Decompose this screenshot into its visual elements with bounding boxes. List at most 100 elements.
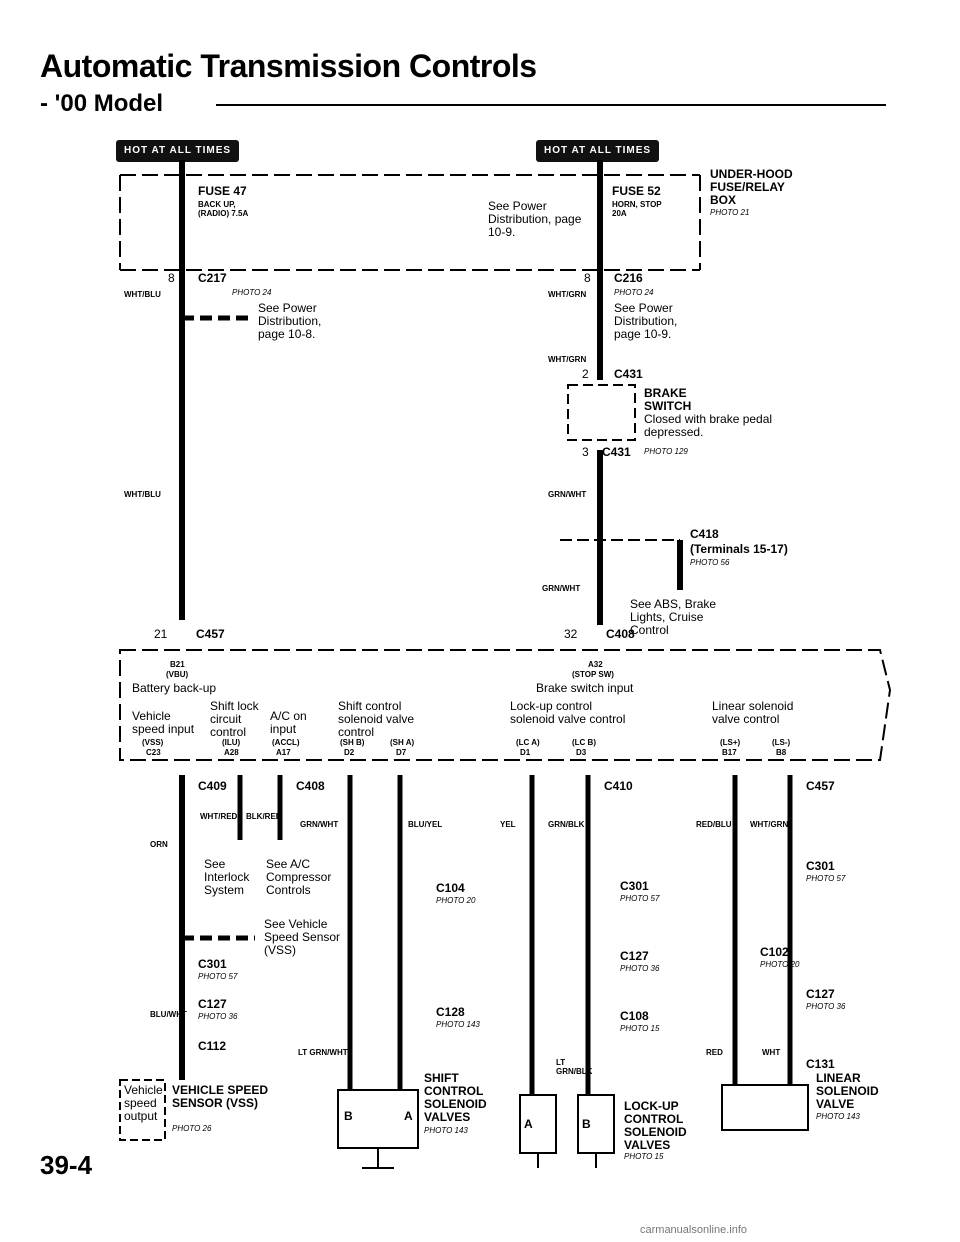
wire-wht: WHT bbox=[762, 1048, 781, 1057]
pcm-c23: C23 bbox=[146, 748, 161, 757]
wire-lt-grn-wht: LT GRN/WHT bbox=[298, 1048, 348, 1057]
shift-a-pin: A bbox=[404, 1109, 413, 1123]
pcm-sh-b: (SH B) bbox=[340, 738, 365, 747]
title-rule bbox=[216, 104, 886, 106]
shift-valves-label: SHIFT CONTROL SOLENOID VALVES bbox=[424, 1071, 487, 1124]
fuse47-label: FUSE 47 bbox=[198, 184, 247, 198]
c301-mid-label: C301 bbox=[620, 879, 649, 893]
pcm-d1: D1 bbox=[520, 748, 531, 757]
hot-badge-left: HOT AT ALL TIMES bbox=[116, 140, 240, 162]
c217-pin: 8 bbox=[168, 271, 175, 285]
pcm-ac-on: A/C on input bbox=[270, 709, 307, 736]
fuse47-desc: BACK UP, (RADIO) 7.5A bbox=[198, 200, 249, 218]
left-wire-1: WHT/BLU bbox=[124, 290, 161, 299]
fusebox-name-3: BOX bbox=[710, 193, 737, 207]
c418-terms: (Terminals 15-17) bbox=[690, 542, 788, 556]
fuse52-desc: HORN, STOP 20A bbox=[612, 200, 662, 218]
c127-right-photo: PHOTO 36 bbox=[806, 1002, 846, 1011]
wire-blu-yel: BLU/YEL bbox=[408, 820, 443, 829]
pcm-linear-solenoid: Linear solenoid valve control bbox=[712, 699, 794, 726]
wire-grn-blk: GRN/BLK bbox=[548, 820, 585, 829]
wire-wht-red: WHT/RED bbox=[200, 812, 238, 821]
left-see-power: See Power Distribution, page 10-8. bbox=[258, 301, 322, 341]
c217-label: C217 bbox=[198, 271, 227, 285]
vss-photo: PHOTO 26 bbox=[172, 1124, 212, 1133]
c216-label: C216 bbox=[614, 271, 643, 285]
pcm-battery: Battery back-up bbox=[132, 681, 217, 695]
page-subtitle: - '00 Model bbox=[40, 90, 164, 117]
pcm-b8: B8 bbox=[776, 748, 787, 757]
wire-orn: ORN bbox=[150, 840, 168, 849]
c131-label: C131 bbox=[806, 1057, 835, 1071]
pcm-a17: A17 bbox=[276, 748, 291, 757]
c431-pin-3: 3 bbox=[582, 445, 589, 459]
right-wire-2: WHT/GRN bbox=[548, 355, 587, 364]
lockup-valves-photo: PHOTO 15 bbox=[624, 1152, 664, 1161]
fusebox-see-power: See Power Distribution, page 10-9. bbox=[488, 199, 582, 239]
fusebox-frame bbox=[119, 174, 701, 271]
pcm-ls-plus: (LS+) bbox=[720, 738, 741, 747]
right-wire-1: WHT/GRN bbox=[548, 290, 587, 299]
wire-yel: YEL bbox=[500, 820, 516, 829]
c108-label: C108 bbox=[620, 1009, 649, 1023]
hot-badge-right: HOT AT ALL TIMES bbox=[536, 140, 660, 162]
pcm-brake-input: Brake switch input bbox=[536, 681, 634, 695]
brake-switch-frame bbox=[567, 384, 636, 441]
c408-top-label: C408 bbox=[606, 627, 635, 641]
c127-right-label: C127 bbox=[806, 987, 835, 1001]
linear-solenoid-box bbox=[721, 1084, 809, 1131]
c217-photo: PHOTO 24 bbox=[232, 288, 272, 297]
c127-left-label: C127 bbox=[198, 997, 227, 1011]
wire-blu-wht: BLU/WHT bbox=[150, 1010, 187, 1019]
c457-bot-label: C457 bbox=[806, 779, 835, 793]
c301-mid-photo: PHOTO 57 bbox=[620, 894, 660, 903]
c301-left-photo: PHOTO 57 bbox=[198, 972, 238, 981]
c216-pin: 8 bbox=[584, 271, 591, 285]
c216-photo: PHOTO 24 bbox=[614, 288, 654, 297]
pcm-d7: D7 bbox=[396, 748, 407, 757]
shift-b-pin: B bbox=[344, 1109, 353, 1123]
c128-photo: PHOTO 143 bbox=[436, 1020, 480, 1029]
brake-switch-desc: Closed with brake pedal depressed. bbox=[644, 412, 773, 439]
c457-pin: 21 bbox=[154, 627, 168, 641]
c301-right-photo: PHOTO 57 bbox=[806, 874, 846, 883]
c128-label: C128 bbox=[436, 1005, 465, 1019]
pcm-vehicle-speed: Vehicle speed input bbox=[132, 709, 195, 736]
pcm-ilu: (ILU) bbox=[222, 738, 241, 747]
c431-pin-2: 2 bbox=[582, 367, 589, 381]
see-vss: See Vehicle Speed Sensor (VSS) bbox=[264, 917, 341, 957]
c408-bot-label: C408 bbox=[296, 779, 325, 793]
vss-box-label: Vehicle speed output bbox=[124, 1083, 163, 1123]
c409-label: C409 bbox=[198, 779, 227, 793]
pcm-shift-solenoid: Shift control solenoid valve control bbox=[338, 699, 415, 739]
pcm-ls-minus: (LS-) bbox=[772, 738, 791, 747]
pcm-lc-b: (LC B) bbox=[572, 738, 596, 747]
c408-pin: 32 bbox=[564, 627, 578, 641]
left-wire-2: WHT/BLU bbox=[124, 490, 161, 499]
pcm-a32: A32 bbox=[588, 660, 603, 669]
c108-photo: PHOTO 15 bbox=[620, 1024, 660, 1033]
lockup-valves-label: LOCK-UP CONTROL SOLENOID VALVES bbox=[624, 1099, 687, 1152]
c104-label: C104 bbox=[436, 881, 465, 895]
c410-label: C410 bbox=[604, 779, 633, 793]
see-abs: See ABS, Brake Lights, Cruise Control bbox=[630, 597, 717, 637]
c431-photo: PHOTO 129 bbox=[644, 447, 688, 456]
shift-valves-photo: PHOTO 143 bbox=[424, 1126, 468, 1135]
wire-red: RED bbox=[706, 1048, 723, 1057]
c301-right-label: C301 bbox=[806, 859, 835, 873]
pcm-b21: B21 bbox=[170, 660, 185, 669]
c127-left-photo: PHOTO 36 bbox=[198, 1012, 238, 1021]
c431-top-label: C431 bbox=[614, 367, 643, 381]
right-wire-4: GRN/WHT bbox=[542, 584, 581, 593]
page-title: Automatic Transmission Controls bbox=[40, 48, 537, 84]
pcm-frame bbox=[119, 649, 892, 761]
c301-left-label: C301 bbox=[198, 957, 227, 971]
fusebox-photo: PHOTO 21 bbox=[710, 208, 750, 217]
pcm-d3: D3 bbox=[576, 748, 587, 757]
wire-blk-red: BLK/RED bbox=[246, 812, 282, 821]
pcm-lockup-solenoid: Lock-up control solenoid valve control bbox=[510, 699, 626, 726]
page-number: 39-4 bbox=[40, 1150, 93, 1180]
brake-switch-label-1: BRAKE bbox=[644, 386, 687, 400]
lockup-a-pin: A bbox=[524, 1117, 533, 1131]
